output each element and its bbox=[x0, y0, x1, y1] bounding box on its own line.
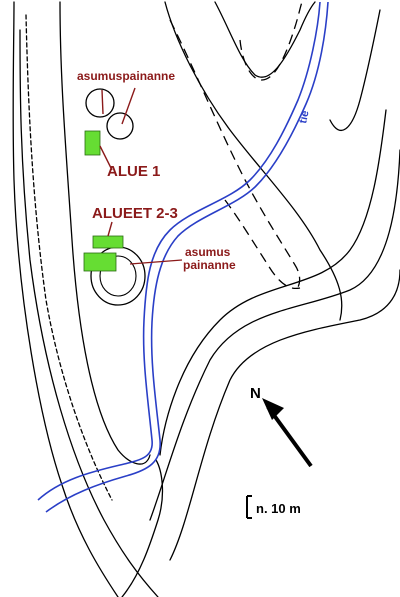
dashed-ridge-a bbox=[169, 19, 301, 291]
contour-outer-left bbox=[12, 1, 119, 597]
pit-top-leader-2 bbox=[121, 87, 136, 125]
road-line-2 bbox=[45, 1, 329, 513]
pit-lower-label-line2: painanne bbox=[183, 258, 236, 272]
road-line bbox=[37, 1, 321, 501]
area3-patch bbox=[83, 252, 117, 272]
dashed-ridge-c bbox=[224, 199, 301, 290]
pit-circle-1 bbox=[85, 88, 115, 118]
contour-right-basin-2 bbox=[149, 149, 400, 521]
pit-circle-2 bbox=[106, 112, 134, 140]
contour-lower-right bbox=[121, 459, 164, 597]
north-label: N bbox=[250, 385, 261, 402]
contour-lines bbox=[12, 1, 400, 597]
contour-left-2 bbox=[19, 29, 159, 597]
road-label: tie bbox=[297, 110, 311, 125]
area1-label: ALUE 1 bbox=[107, 163, 160, 180]
contour-upper-ridge bbox=[164, 1, 343, 321]
pit-top-leader-1 bbox=[101, 89, 104, 115]
lower-pit-inner bbox=[99, 255, 137, 297]
pit-lower-label-line1: asumus bbox=[185, 245, 231, 259]
area23-leader bbox=[107, 221, 113, 237]
area2-patch bbox=[92, 235, 124, 249]
area23-label: ALUEET 2-3 bbox=[92, 205, 178, 222]
pit-lower-leader bbox=[129, 259, 183, 265]
contour-right-basin-3 bbox=[169, 269, 400, 561]
contour-upper-ridge-2 bbox=[214, 1, 316, 78]
contour-right-basin bbox=[159, 109, 387, 456]
contour-left-3 bbox=[59, 1, 151, 465]
scale-label: n. 10 m bbox=[256, 501, 301, 516]
area1-patch bbox=[84, 130, 101, 156]
dashed-ridges bbox=[169, 1, 303, 291]
north-arrow-icon bbox=[262, 398, 313, 468]
area1-leader bbox=[99, 145, 113, 171]
dashed-ridge-b bbox=[239, 1, 303, 81]
contour-dashed-west bbox=[25, 14, 113, 501]
scale-bar-icon bbox=[246, 495, 252, 519]
contour-upper-ridge-3 bbox=[329, 9, 381, 132]
pit-top-label: asumuspainanne bbox=[77, 69, 175, 83]
